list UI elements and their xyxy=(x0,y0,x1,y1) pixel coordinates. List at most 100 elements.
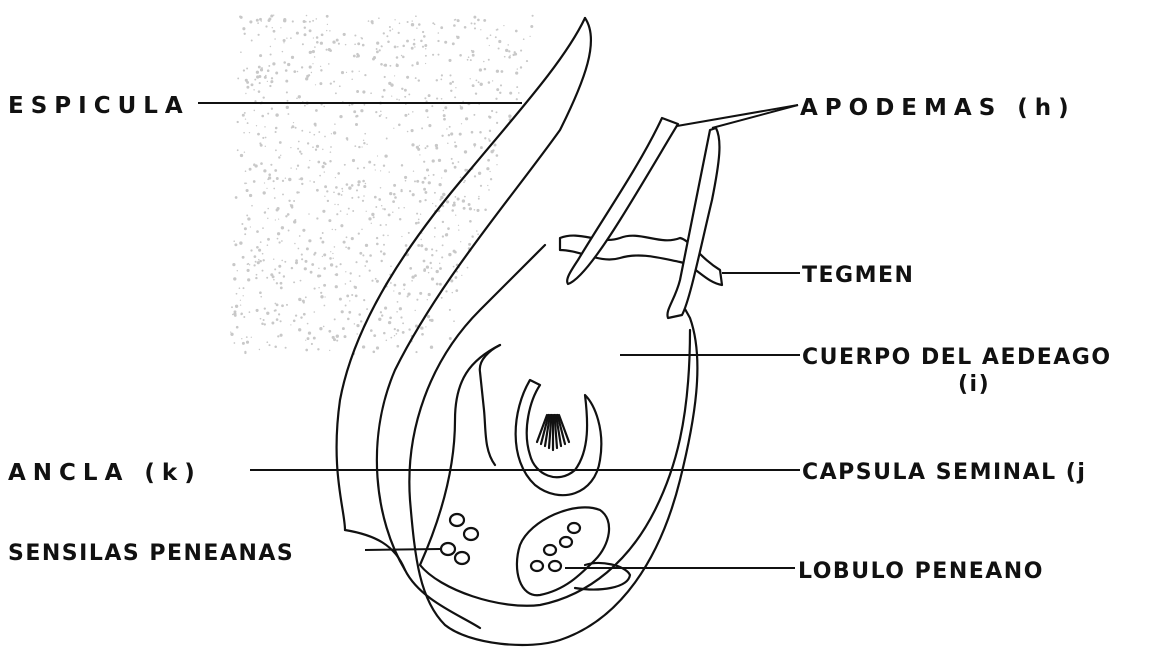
stipple-dot xyxy=(249,194,252,197)
stipple-dot xyxy=(401,189,403,191)
stipple-dot xyxy=(509,92,512,95)
stipple-dot xyxy=(308,213,310,215)
stipple-dot xyxy=(261,20,262,21)
stipple-dot xyxy=(389,316,392,319)
stipple-dot xyxy=(398,292,401,295)
stipple-dot xyxy=(301,66,303,68)
stipple-dot xyxy=(309,29,312,32)
stipple-dot xyxy=(437,40,439,42)
stipple-dot xyxy=(465,117,468,120)
stipple-dot xyxy=(474,146,475,147)
stipple-dot xyxy=(312,63,313,64)
stipple-dot xyxy=(313,337,316,340)
stipple-dot xyxy=(407,131,409,133)
stipple-dot xyxy=(434,192,436,194)
stipple-dot xyxy=(341,310,344,313)
stipple-dot xyxy=(296,32,299,35)
stipple-dot xyxy=(237,270,238,271)
stipple-dot xyxy=(418,23,421,26)
stipple-dot xyxy=(438,32,440,34)
stipple-dot xyxy=(416,213,418,215)
stipple-dot xyxy=(295,127,297,129)
stipple-dot xyxy=(270,81,272,83)
stipple-dot xyxy=(285,215,287,217)
stipple-dot xyxy=(305,260,308,263)
stipple-dot xyxy=(424,199,426,201)
label-cuerpo: CUERPO DEL AEDEAGO xyxy=(802,345,1112,370)
stipple-dot xyxy=(373,164,375,166)
stipple-dot xyxy=(247,122,249,124)
stipple-dot xyxy=(333,131,336,134)
stipple-dot xyxy=(320,42,323,45)
stipple-dot xyxy=(346,236,348,238)
stipple-dot xyxy=(316,217,318,219)
stipple-dot xyxy=(308,166,310,168)
stipple-dot xyxy=(335,177,336,178)
stipple-dot xyxy=(264,307,266,309)
stipple-dot xyxy=(322,210,325,213)
stipple-dot xyxy=(423,269,426,272)
stipple-dot xyxy=(322,256,323,257)
stipple-dot xyxy=(267,208,269,210)
stipple-dot xyxy=(490,150,493,153)
stipple-dot xyxy=(279,141,282,144)
stipple-dot xyxy=(458,229,459,230)
stipple-dot xyxy=(320,295,323,298)
stipple-dot xyxy=(326,190,328,192)
stipple-dot xyxy=(452,204,455,207)
stipple-dot xyxy=(468,243,471,246)
stipple-dot xyxy=(435,205,437,207)
stipple-dot xyxy=(423,35,426,38)
stipple-dot xyxy=(300,177,303,180)
stipple-dot xyxy=(402,56,405,59)
stipple-dot xyxy=(413,39,415,41)
stipple-dot xyxy=(490,34,492,36)
stipple-dot xyxy=(249,168,252,171)
stipple-dot xyxy=(237,77,239,79)
stipple-dot xyxy=(464,150,467,153)
stipple-dot xyxy=(322,165,325,168)
stipple-dot xyxy=(378,17,380,19)
stipple-dot xyxy=(383,32,385,34)
stipple-dot xyxy=(242,256,245,259)
stipple-dot xyxy=(275,72,278,75)
stipple-dot xyxy=(484,68,487,71)
stipple-dot xyxy=(450,132,453,135)
stipple-dot xyxy=(420,40,423,43)
stipple-dot xyxy=(409,190,411,192)
stipple-dot xyxy=(464,169,467,172)
stipple-dot xyxy=(412,20,413,21)
stipple-dot xyxy=(298,95,301,98)
stipple-dot xyxy=(357,42,360,45)
stipple-dot xyxy=(231,306,233,308)
stipple-dot xyxy=(411,47,414,50)
stipple-dot xyxy=(291,125,294,128)
stipple-dot xyxy=(478,81,480,83)
stipple-dot xyxy=(474,175,476,177)
stipple-dot xyxy=(354,286,356,288)
stipple-dot xyxy=(258,34,260,36)
stipple-dot xyxy=(299,179,300,180)
stipple-dot xyxy=(363,185,366,188)
stipple-dot xyxy=(307,323,309,325)
stipple-dot xyxy=(478,198,480,200)
stipple-dot xyxy=(259,18,262,21)
stipple-dot xyxy=(328,63,330,65)
stipple-dot xyxy=(330,82,332,84)
stipple-dot xyxy=(346,72,347,73)
stipple-dot xyxy=(356,56,358,58)
stipple-dot xyxy=(430,346,433,349)
stipple-dot xyxy=(259,349,260,350)
stipple-dot xyxy=(297,71,299,73)
stipple-dot xyxy=(244,33,246,35)
stipple-dot xyxy=(330,146,332,148)
stipple-dot xyxy=(436,250,438,252)
stipple-dot xyxy=(323,106,324,107)
stipple-dot xyxy=(496,29,498,31)
stipple-dot xyxy=(460,105,461,106)
stipple-dot xyxy=(455,215,456,216)
stipple-dot xyxy=(313,181,315,183)
stipple-dot xyxy=(488,59,490,61)
stipple-dot xyxy=(357,180,360,183)
